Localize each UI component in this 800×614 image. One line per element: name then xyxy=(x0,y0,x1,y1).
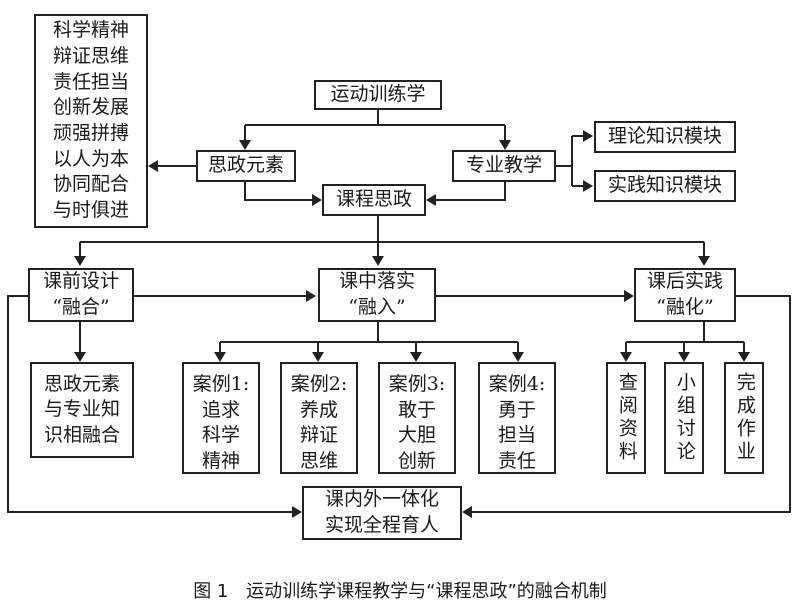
in-class-node: 课中落实 “融入” xyxy=(318,268,436,322)
group-discussion-node: 小组讨论 xyxy=(664,362,704,474)
case-2-node: 案例2: 养成 辩证 思维 xyxy=(280,362,358,474)
arrowhead xyxy=(698,256,710,266)
arrowhead xyxy=(214,352,226,362)
practice-module-node: 实践知识模块 xyxy=(594,170,736,202)
arrowhead xyxy=(499,140,511,150)
connector xyxy=(436,182,506,201)
arrowhead xyxy=(312,194,322,206)
arrowhead xyxy=(426,194,436,206)
arrowhead xyxy=(239,140,251,150)
arrowhead xyxy=(620,352,632,362)
consult-materials-label: 查阅资料 xyxy=(615,372,638,464)
arrowhead xyxy=(312,352,324,362)
figure-caption: 图 1 运动训练学课程教学与“课程思政”的融合机制 xyxy=(0,577,800,603)
course-title-node: 运动训练学 xyxy=(314,80,442,110)
figure-title: 运动训练学课程教学与“课程思政”的融合机制 xyxy=(246,581,607,602)
value-item: 科学精神 xyxy=(52,19,129,42)
value-item: 顽强拼搏 xyxy=(52,122,129,144)
complete-homework-label: 完成作业 xyxy=(733,372,756,464)
arrowhead xyxy=(583,180,593,192)
curriculum-ideology-node: 课程思政 xyxy=(322,184,426,216)
arrowhead xyxy=(148,160,158,172)
arrowhead xyxy=(372,256,384,266)
arrowhead xyxy=(583,130,593,142)
connector xyxy=(7,295,292,513)
arrowhead xyxy=(410,352,422,362)
arrowhead xyxy=(512,352,524,362)
arrowhead xyxy=(678,352,690,362)
consult-materials-node: 查阅资料 xyxy=(606,362,646,474)
value-item: 辩证思维 xyxy=(52,45,129,68)
case-1-node: 案例1: 追求 科学 精神 xyxy=(182,362,260,474)
figure-number: 图 1 xyxy=(193,581,229,602)
whole-process-node: 课内外一体化 实现全程育人 xyxy=(302,486,462,540)
arrowhead xyxy=(306,290,316,302)
post-class-node: 课后实践 “融化” xyxy=(634,268,736,322)
arrowhead xyxy=(462,506,472,518)
value-item: 与时俱进 xyxy=(52,198,129,221)
arrowhead xyxy=(738,352,750,362)
integration-node: 思政元素 与专业知 识相融合 xyxy=(30,362,134,458)
arrowhead xyxy=(292,506,302,518)
case-4-node: 案例4: 勇于 担当 责任 xyxy=(478,362,556,474)
value-item: 责任担当 xyxy=(52,70,129,93)
case-3-node: 案例3: 敢于 大胆 创新 xyxy=(378,362,456,474)
professional-teaching-node: 专业教学 xyxy=(452,150,556,182)
arrowhead xyxy=(74,256,86,266)
value-item: 创新发展 xyxy=(52,96,129,119)
connector xyxy=(472,295,791,513)
value-item: 协同配合 xyxy=(52,173,129,196)
theory-module-node: 理论知识模块 xyxy=(594,121,736,153)
ideology-elements-node: 思政元素 xyxy=(196,150,296,182)
complete-homework-node: 完成作业 xyxy=(724,362,764,474)
ideology-values-list: 科学精神 辩证思维 责任担当 创新发展 顽强拼搏 以人为本 协同配合 与时俱进 xyxy=(53,18,129,223)
arrowhead xyxy=(74,352,86,362)
group-discussion-label: 小组讨论 xyxy=(673,372,696,464)
arrowhead xyxy=(624,290,634,302)
connector xyxy=(244,182,312,201)
ideology-values-box: 科学精神 辩证思维 责任担当 创新发展 顽强拼搏 以人为本 协同配合 与时俱进 xyxy=(34,14,148,228)
value-item: 以人为本 xyxy=(52,147,129,170)
pre-class-node: 课前设计 “融合” xyxy=(28,268,134,322)
